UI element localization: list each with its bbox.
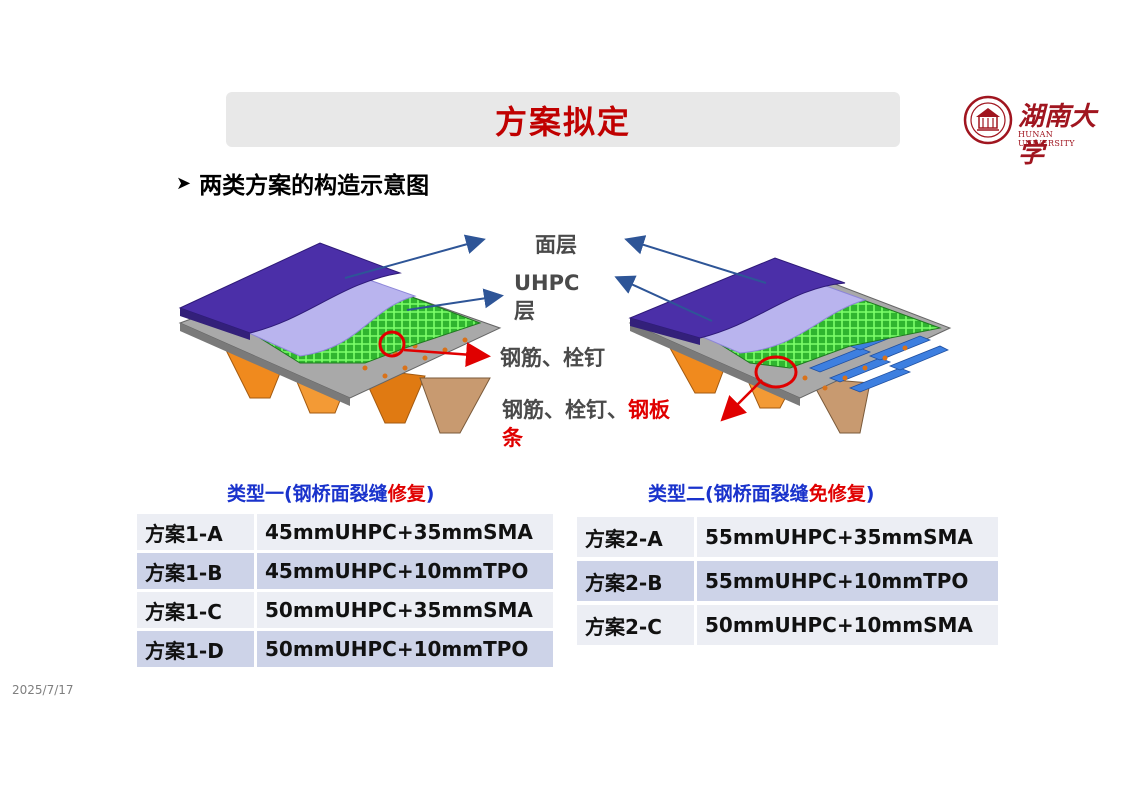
table-row: 方案1-D 50mmUHPC+10mmTPO [137,631,553,667]
plan-name: 方案2-C [577,605,697,645]
plan-spec: 55mmUHPC+35mmSMA [697,517,998,557]
slide-title: 方案拟定 [494,102,631,141]
type2-heading-prefix: 类型二(钢桥面裂缝 [648,483,809,505]
table-row: 方案1-C 50mmUHPC+35mmSMA [137,592,553,628]
plan-name: 方案1-D [137,631,257,667]
label-surface-layer: 面层 [535,233,577,257]
university-logo: 湖南大学 HUNAN UNIVERSITY [962,94,1112,169]
plan-spec: 50mmUHPC+35mmSMA [257,592,553,628]
type1-table: 方案1-A 45mmUHPC+35mmSMA 方案1-B 45mmUHPC+10… [137,511,553,670]
plan-name: 方案1-C [137,592,257,628]
plan-spec: 45mmUHPC+10mmTPO [257,553,553,589]
label-rebar-studs-plate: 钢筋、栓钉、钢板 [502,397,670,423]
title-bar: 方案拟定 [226,92,900,147]
table-row: 方案1-A 45mmUHPC+35mmSMA [137,514,553,550]
plan-spec: 55mmUHPC+10mmTPO [697,561,998,601]
table-row: 方案1-B 45mmUHPC+10mmTPO [137,553,553,589]
logo-name-en: HUNAN UNIVERSITY [1018,130,1075,148]
type1-heading-suffix: ) [425,483,435,505]
plan-spec: 50mmUHPC+10mmSMA [697,605,998,645]
type2-table: 方案2-A 55mmUHPC+35mmSMA 方案2-B 55mmUHPC+10… [577,513,998,649]
type2-structure-illustration [628,257,952,434]
type1-heading-prefix: 类型一(钢桥面裂缝 [227,483,388,505]
section-subtitle: ➤ 两类方案的构造示意图 [176,166,429,200]
plan-name: 方案2-B [577,561,697,601]
table-row: 方案2-B 55mmUHPC+10mmTPO [577,561,998,601]
plan-name: 方案1-A [137,514,257,550]
type1-structure-illustration [178,242,502,434]
subtitle-text: 两类方案的构造示意图 [199,173,430,199]
label-rebar-studs: 钢筋、栓钉 [500,346,605,370]
plan-name: 方案1-B [137,553,257,589]
university-seal-icon [963,95,1013,145]
plan-name: 方案2-A [577,517,697,557]
arrow-bullet-icon: ➤ [176,172,192,194]
label-strip: 条 [502,426,523,450]
label-uhpc-line1: UHPC [514,271,580,295]
plan-spec: 45mmUHPC+35mmSMA [257,514,553,550]
type2-heading-suffix: ) [865,483,875,505]
slide-date: 2025/7/17 [12,683,74,697]
label-steel-plate: 钢板 [628,398,670,422]
table-row: 方案2-C 50mmUHPC+10mmSMA [577,605,998,645]
callout-arrows [344,234,767,422]
type1-heading-red: 修复 [387,483,426,505]
type2-heading-red: 免修复 [808,483,866,505]
label-rebar-studs-plate-prefix: 钢筋、栓钉、 [502,398,628,422]
structure-diagram [178,234,952,434]
logo-name-cn: 湖南大学 [1018,102,1097,169]
type1-heading: 类型一(钢桥面裂缝修复) [227,479,434,506]
plan-spec: 50mmUHPC+10mmTPO [257,631,553,667]
table-row: 方案2-A 55mmUHPC+35mmSMA [577,517,998,557]
label-uhpc-line2: 层 [514,299,535,323]
type2-heading: 类型二(钢桥面裂缝免修复) [648,479,874,506]
